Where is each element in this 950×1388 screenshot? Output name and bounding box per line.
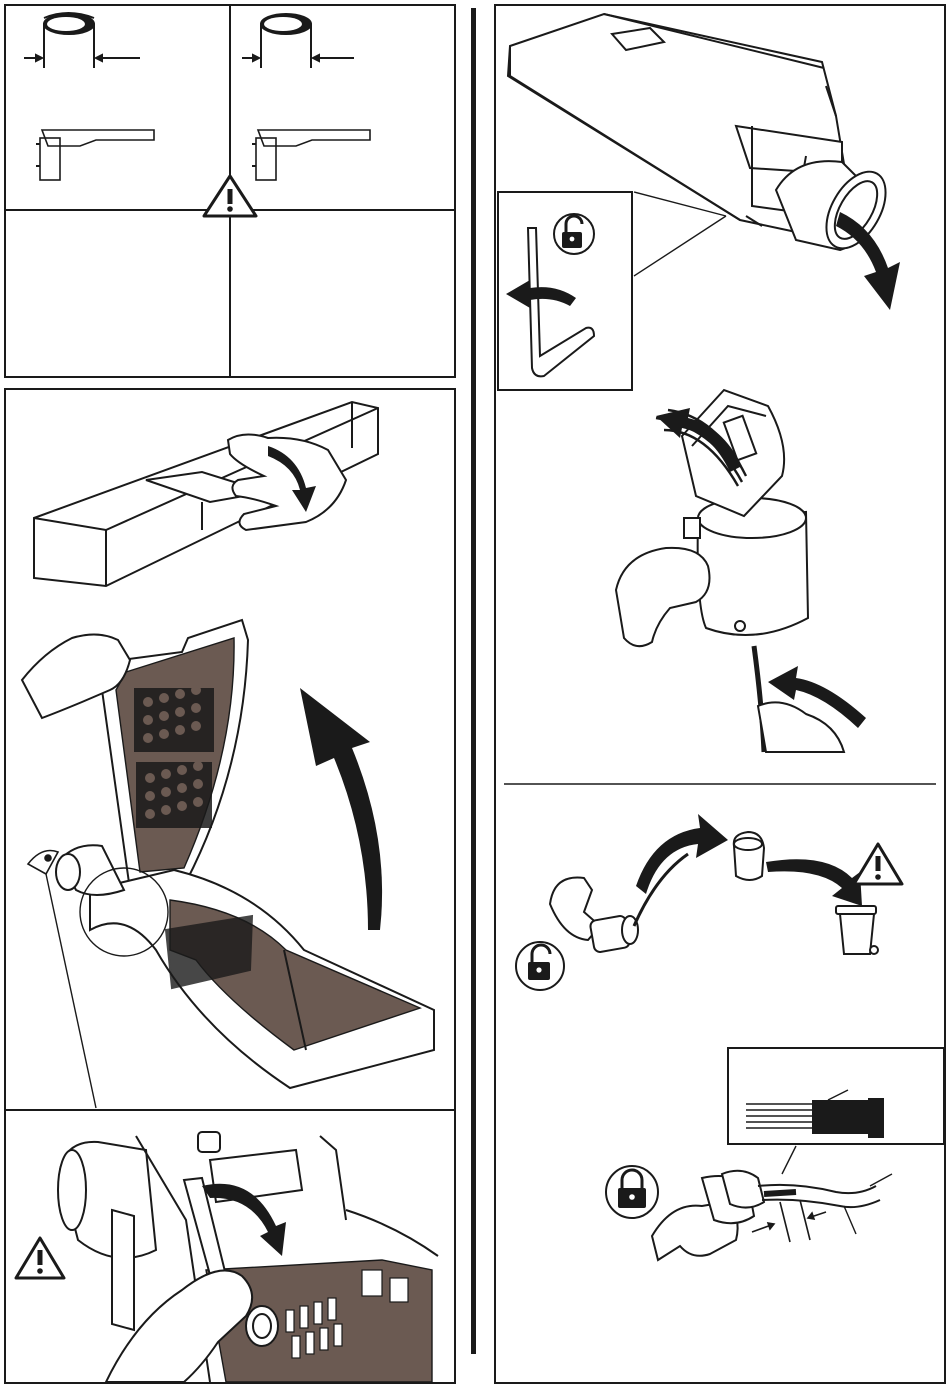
dispose-arrow-icon — [766, 859, 862, 906]
gland-plug-drawing — [734, 832, 764, 880]
unlocked-padlock-icon — [554, 214, 594, 254]
zoom-callout-line — [46, 874, 96, 1108]
wrench-tightening-drawing — [652, 1171, 764, 1260]
callout-line — [634, 216, 726, 276]
step-spigot-and-gland-panel — [494, 4, 946, 1384]
terminal-access-detail — [58, 1132, 438, 1382]
callout-line — [844, 1206, 856, 1234]
cable-strip-inset — [728, 1048, 944, 1144]
step-pole-diameter-panel — [4, 4, 456, 378]
warning-triangle-icon — [854, 844, 902, 884]
hand-feeding-cable — [758, 702, 844, 752]
gland-with-wrench-drawing — [550, 878, 638, 953]
unlocked-padlock-icon — [516, 942, 564, 990]
warning-triangle-icon — [16, 1238, 64, 1278]
cable-sheath — [758, 1185, 880, 1207]
column-divider — [471, 8, 476, 1354]
move-plug-arrow-icon — [636, 814, 728, 894]
pole-diameter-illustration — [6, 6, 454, 376]
warning-triangle-icon — [204, 176, 256, 216]
eye-icon — [28, 851, 58, 875]
open-cover-arrow-icon — [300, 688, 382, 930]
hex-key-inset — [498, 192, 632, 390]
pole-diameter-left-drawing — [24, 13, 154, 180]
spigot-gland-illustration — [496, 6, 944, 1382]
strip-length-arrows — [752, 1200, 826, 1242]
waste-bin-icon — [836, 906, 878, 954]
spigot-tube-drawing — [776, 161, 898, 258]
pole-diameter-right-drawing — [242, 14, 370, 180]
step-open-cover-panel — [4, 388, 456, 1384]
open-cover-illustration — [6, 390, 454, 1382]
hand-holding-adapter — [616, 548, 710, 646]
locked-padlock-icon — [606, 1166, 658, 1218]
callout-line — [870, 1174, 892, 1186]
callout-line — [782, 1146, 796, 1174]
